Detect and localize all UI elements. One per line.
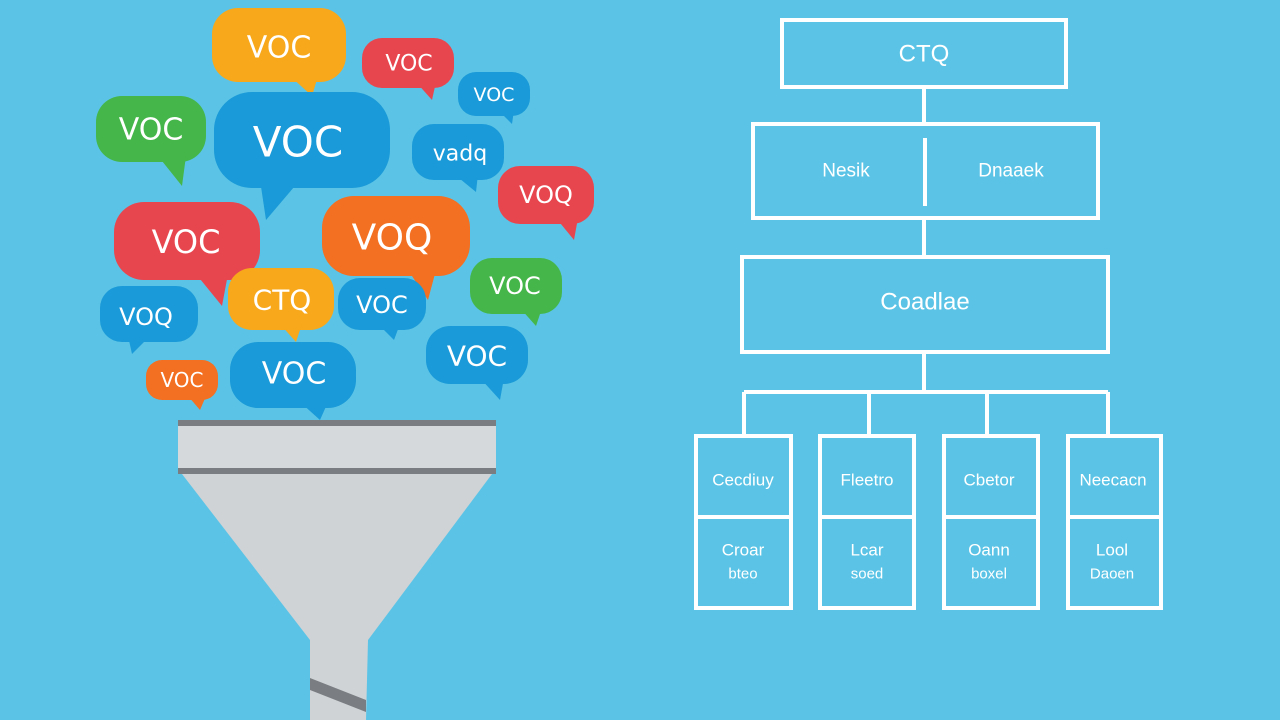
- leaf-top-label: Cbetor: [963, 471, 1014, 490]
- speech-bubble: VOC: [470, 258, 562, 326]
- speech-bubble: VOC: [426, 326, 528, 400]
- speech-bubble: VOQ: [322, 196, 470, 300]
- leaf-bottom-line2: bteo: [728, 566, 757, 583]
- bubble-label: CTQ: [253, 284, 312, 317]
- ctq-tree: CTQ Nesik Dnaaek Coadlae Cecdiuy Croar b…: [694, 18, 1163, 610]
- bubble-label: VOC: [356, 291, 408, 319]
- leaf-bottom-line2: boxel: [971, 566, 1007, 583]
- bubble-label: VOC: [447, 340, 507, 373]
- ctq-root-box: [780, 18, 1068, 89]
- funnel-spout-stripe: [310, 678, 366, 712]
- speech-bubble: VOC: [338, 278, 426, 340]
- leaf-top-label: Cecdiuy: [712, 471, 774, 490]
- ctq-root-label: CTQ: [899, 41, 950, 68]
- bubble-label: VOC: [119, 113, 184, 148]
- bubble-label: VOC: [385, 52, 432, 77]
- leaf-node: Cecdiuy Croar bteo: [694, 434, 793, 610]
- bubble-label: VOQ: [352, 218, 433, 259]
- leaf-bottom-line1: Oann: [968, 541, 1010, 560]
- level2-left-label: Nesik: [822, 161, 870, 182]
- leaf-bottom-line2: soed: [851, 566, 884, 583]
- speech-bubble: VOC: [212, 8, 346, 96]
- speech-bubble: VOC: [114, 202, 260, 306]
- bubble-cloud: VOC VOC VOC VOC VOC vadq: [96, 8, 594, 420]
- speech-bubble: VOC: [362, 38, 454, 100]
- bubble-label: VOC: [247, 31, 312, 66]
- leaf-bottom-line1: Croar: [722, 541, 765, 560]
- leaf-top-label: Neecacn: [1079, 471, 1146, 490]
- bubble-label: vadq: [433, 142, 487, 167]
- level3-label: Coadlae: [880, 289, 969, 316]
- bubble-label: VOC: [489, 272, 541, 300]
- speech-bubble: VOQ: [498, 166, 594, 240]
- leaf-node: Neecacn Lool Daoen: [1066, 434, 1163, 610]
- leaf-top-label: Fleetro: [841, 471, 894, 490]
- speech-bubble: VOC: [96, 96, 206, 186]
- bubble-label: VOC: [262, 357, 327, 392]
- leaf-bottom-line1: Lool: [1096, 541, 1128, 560]
- level2-box: [751, 122, 1100, 220]
- speech-bubble: VOC: [458, 72, 530, 124]
- speech-bubble: CTQ: [228, 268, 334, 342]
- leaf-bottom-line2: Daoen: [1090, 566, 1134, 583]
- funnel-rim-stripe-top: [178, 420, 496, 426]
- funnel-rim: [178, 420, 496, 472]
- bubble-label: VOQ: [119, 303, 173, 331]
- speech-bubble: VOC: [146, 360, 218, 410]
- leaf-bottom-line1: Lcar: [850, 541, 883, 560]
- bubble-label: VOC: [152, 223, 221, 261]
- funnel: [178, 420, 496, 720]
- leaf-node: Fleetro Lcar soed: [818, 434, 916, 610]
- leaf-node: Cbetor Oann boxel: [942, 434, 1040, 610]
- speech-bubble: VOQ: [100, 286, 198, 354]
- bubble-label: VOC: [253, 118, 343, 167]
- bubble-label: VOC: [160, 368, 203, 392]
- level3-box: [740, 255, 1110, 354]
- level2-right-label: Dnaaek: [978, 161, 1044, 182]
- speech-bubble: VOC: [230, 342, 356, 420]
- funnel-rim-stripe-bottom: [178, 468, 496, 474]
- bubble-label: VOQ: [519, 181, 573, 209]
- funnel-cone: [182, 474, 492, 640]
- speech-bubble: vadq: [412, 124, 504, 192]
- bubble-label: VOC: [474, 84, 515, 106]
- speech-bubble: VOC: [214, 92, 390, 220]
